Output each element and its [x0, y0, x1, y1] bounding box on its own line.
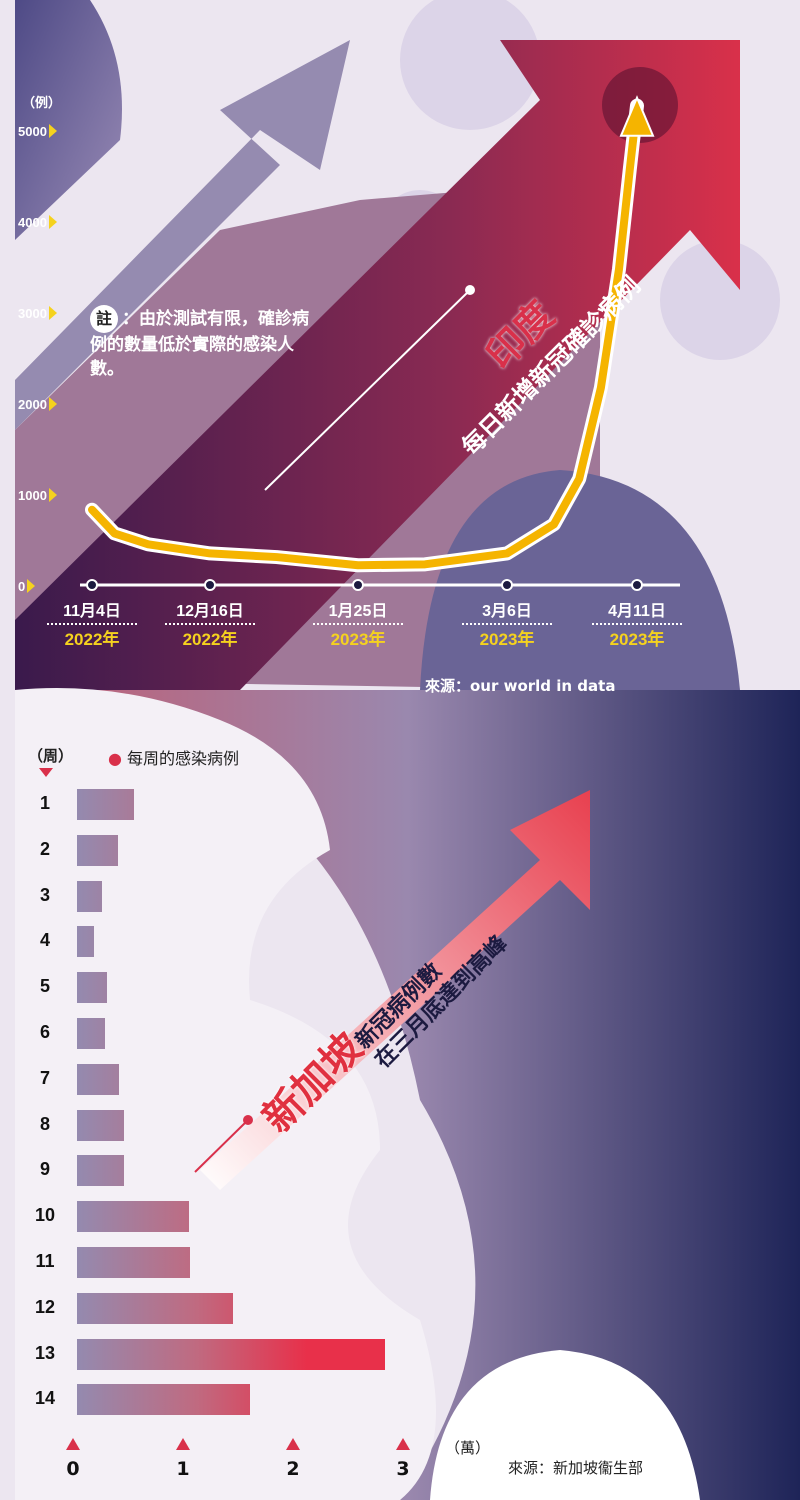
sg-legend: ● 每周的感染病例 — [108, 745, 239, 769]
x-tick-label: 11月4日 2022年 — [47, 597, 137, 650]
x-tick-date: 3月6日 — [462, 597, 552, 625]
india-y-unit: （例） — [22, 96, 62, 111]
bar-week-2 — [77, 834, 119, 866]
y-tick-label: 1000 — [18, 488, 57, 503]
x-tick-marker — [352, 579, 364, 591]
line-arrowhead-icon — [619, 95, 655, 137]
bar-category-label: 6 — [39, 1022, 50, 1042]
x-tick-label: 4月11日 2023年 — [592, 597, 682, 650]
x-tick-marker — [86, 579, 98, 591]
x-tick-marker — [204, 579, 216, 591]
x-tick-year: 2023年 — [330, 630, 386, 649]
india-line-chart — [80, 95, 680, 591]
x-tick-marker — [631, 579, 643, 591]
bar-week-11 — [77, 1247, 190, 1278]
y-tick-label: 4000 — [18, 215, 57, 230]
y-tick-label: 2000 — [18, 397, 57, 412]
x-tick-label: 12月16日 2022年 — [165, 597, 255, 650]
india-note: 註：由於測試有限，確診病例的數量低於實際的感染人數。 — [90, 305, 320, 381]
bar-week-7 — [77, 1063, 120, 1095]
bar-category-label: 5 — [39, 976, 50, 997]
x-tick-label: 0 — [58, 1438, 88, 1480]
sg-x-unit: （萬） — [445, 1439, 491, 1457]
bar-week-8 — [77, 1109, 124, 1141]
x-tick-date: 4月11日 — [592, 597, 682, 625]
y-tick-label: 0 — [18, 579, 35, 594]
legend-dot-icon: ● — [108, 749, 128, 768]
bar-week-14 — [77, 1384, 251, 1416]
sg-y-marker-icon — [39, 768, 53, 777]
bar-week-12 — [77, 1292, 233, 1324]
india-source: 來源：our world in data — [425, 677, 616, 695]
bar-category-label: 1 — [39, 793, 50, 813]
x-tick-date: 12月16日 — [165, 597, 255, 625]
y-tick-label: 3000 — [18, 306, 57, 321]
bar-category-label: 12 — [34, 1296, 56, 1317]
bar-category-label: 9 — [39, 1159, 50, 1180]
sg-source: 來源：新加坡衞生部 — [508, 1459, 644, 1477]
legend-label: 每周的感染病例 — [127, 749, 240, 768]
bar-week-4 — [77, 926, 94, 958]
x-tick-year: 2022年 — [182, 630, 238, 649]
india-case-line — [88, 101, 641, 570]
bar-week-9 — [77, 1155, 124, 1187]
india-pointer-line — [264, 285, 475, 491]
x-tick-label: 2 — [278, 1438, 308, 1480]
x-tick-label: 1 — [168, 1438, 198, 1480]
bar-category-label: 13 — [34, 1342, 56, 1363]
x-tick-label: 3 — [388, 1438, 418, 1480]
bar-category-label: 8 — [39, 1113, 50, 1134]
x-tick-year: 2022年 — [64, 630, 120, 649]
bar-category-label: 10 — [34, 1205, 56, 1226]
x-tick-date: 1月25日 — [313, 597, 403, 625]
note-badge: 註 — [90, 305, 118, 333]
bar-category-label: 4 — [39, 930, 50, 951]
bar-category-label: 7 — [39, 1067, 50, 1088]
sg-pointer-line — [194, 1115, 253, 1173]
x-tick-label: 3月6日 2023年 — [462, 597, 552, 650]
x-tick-year: 2023年 — [609, 630, 665, 649]
x-tick-year: 2023年 — [479, 630, 535, 649]
bar-category-label: 2 — [39, 838, 50, 859]
y-tick-label: 5000 — [18, 124, 57, 139]
bar-week-13 — [77, 1338, 386, 1370]
bar-week-1 — [77, 789, 134, 820]
bar-week-5 — [77, 972, 108, 1004]
x-tick-date: 11月4日 — [47, 597, 137, 625]
bar-week-3 — [77, 880, 102, 912]
x-tick-label: 1月25日 2023年 — [313, 597, 403, 650]
bar-category-label: 3 — [39, 884, 50, 905]
bar-week-10 — [77, 1201, 189, 1233]
x-tick-marker — [501, 579, 513, 591]
sg-y-unit: （周） — [28, 747, 74, 765]
bar-category-label: 14 — [34, 1388, 56, 1409]
note-text: ：由於測試有限，確診病例的數量低於實際的感染人數。 — [90, 309, 309, 379]
bar-category-label: 11 — [35, 1251, 55, 1271]
bar-week-6 — [77, 1018, 105, 1049]
